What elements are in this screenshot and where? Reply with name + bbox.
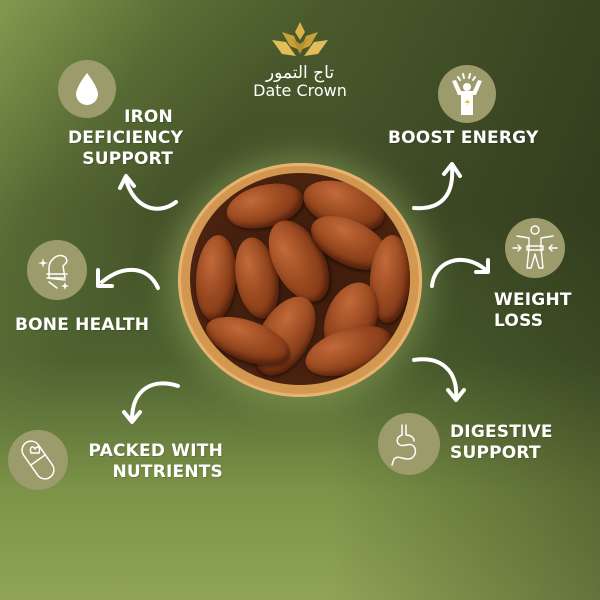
arrow-to-iron [118,174,178,211]
brand-name-arabic: تاج التمور [265,63,335,83]
brand-logo: تاج التمور Date Crown [240,20,360,100]
iron-icon-circle [58,60,116,118]
benefit-label-bone: BONE HEALTH [15,315,150,335]
benefit-label-digestive: DIGESTIVE SUPPORT [450,422,553,463]
arrow-to-bone [96,267,160,290]
benefit-label-nutrients: PACKED WITH NUTRIENTS [88,441,223,482]
water-drop-icon [76,73,98,105]
brand-name-english: Date Crown [253,81,347,100]
weight-icon-circle [505,218,565,278]
nutrients-icon-circle [8,430,68,490]
stomach-icon [391,424,417,466]
digestive-icon-circle [378,413,440,475]
capsule-leaf-icon [21,440,55,480]
bone-icon-circle [27,240,87,300]
dates-bowl [178,163,422,397]
waist-measure-icon [512,225,558,269]
crown-icon [272,22,328,56]
energy-icon-circle [438,65,496,123]
benefit-label-iron: IRON DEFICIENCY SUPPORT [68,107,184,169]
arrow-to-weight [430,258,490,288]
dates-pile [190,173,410,385]
energized-person-icon [452,73,482,115]
arrow-to-nutrients [122,381,180,424]
benefit-label-energy: BOOST ENERGY [388,128,539,148]
arrow-to-energy [412,162,462,211]
flexed-arm-icon [38,254,69,290]
benefit-label-weight: WEIGHT LOSS [494,290,572,331]
arrow-to-digestive [412,357,466,402]
